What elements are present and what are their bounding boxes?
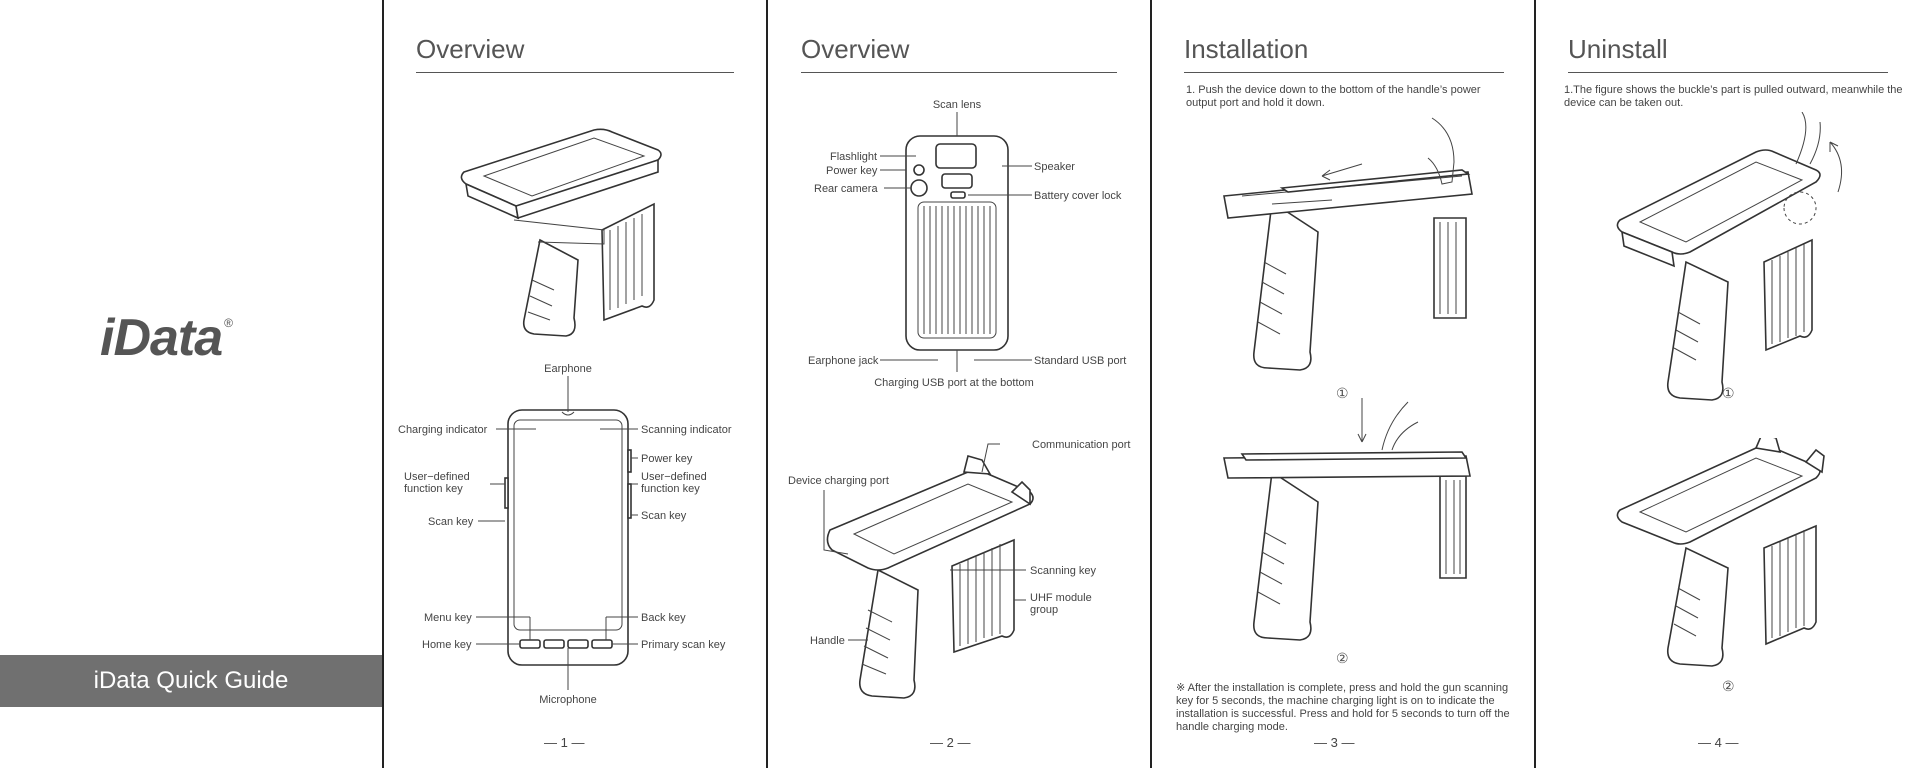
label-scan-key-right: Scan key — [641, 510, 687, 522]
quick-guide-banner: iData Quick Guide — [0, 655, 382, 707]
page-title: Uninstall — [1568, 34, 1668, 64]
page-number: — 1 — — [544, 735, 585, 750]
label-back-key: Back key — [641, 612, 686, 624]
uninstall-step-1-illustration — [1616, 112, 1843, 401]
title-rule — [1184, 72, 1504, 73]
label-scan-lens: Scan lens — [933, 99, 982, 111]
label-uhf-module-2: group — [1030, 604, 1058, 616]
installation-page: Installation 1. Push the device down to … — [1152, 0, 1536, 768]
label-charging-indicator: Charging indicator — [398, 424, 488, 436]
install-step-1: 1. Push the device down to the bottom of… — [1186, 84, 1481, 109]
label-user-fn-left-1: User−defined — [404, 471, 470, 483]
overview-page-1: Overview Earphone Charging indicator Sca… — [384, 0, 768, 768]
label-power-key-back: Power key — [826, 165, 878, 177]
handle-diagram: Communication port Device charging port … — [788, 439, 1130, 699]
back-view-diagram: Scan lens Flashlight Power key Speaker R… — [808, 99, 1126, 389]
idata-logo: iData® — [100, 309, 233, 367]
label-scanning-key: Scanning key — [1030, 565, 1097, 577]
install-step-1-illustration — [1223, 117, 1473, 371]
label-earphone: Earphone — [544, 363, 592, 375]
page-title: Overview — [801, 34, 910, 64]
title-rule — [1568, 72, 1888, 73]
label-speaker: Speaker — [1034, 161, 1075, 173]
label-handle: Handle — [810, 635, 845, 647]
page-title: Installation — [1184, 34, 1309, 64]
label-uhf-module-1: UHF module — [1030, 592, 1092, 604]
step-marker-2: ② — [1336, 650, 1349, 666]
label-home-key: Home key — [422, 639, 472, 651]
gun-device-illustration — [460, 128, 662, 337]
page-number: — 4 — — [1698, 735, 1739, 750]
title-rule — [801, 72, 1117, 73]
title-rule — [416, 72, 734, 73]
label-device-charging-port: Device charging port — [788, 475, 889, 487]
label-flashlight: Flashlight — [830, 151, 877, 163]
label-earphone-jack: Earphone jack — [808, 355, 879, 367]
label-user-fn-right-1: User−defined — [641, 471, 707, 483]
uninstall-step-1: 1.The figure shows the buckle’s part is … — [1564, 84, 1903, 109]
label-menu-key: Menu key — [424, 612, 472, 624]
install-step-2-illustration — [1223, 398, 1471, 641]
label-communication-port: Communication port — [1032, 439, 1130, 451]
label-power-key: Power key — [641, 453, 693, 465]
label-user-fn-left-2: function key — [404, 483, 463, 495]
label-battery-cover-lock: Battery cover lock — [1034, 190, 1122, 202]
step-marker-2: ② — [1722, 678, 1735, 694]
label-rear-camera: Rear camera — [814, 183, 878, 195]
label-scanning-indicator: Scanning indicator — [641, 424, 732, 436]
uninstall-step-2-illustration — [1616, 438, 1825, 667]
page-number: — 3 — — [1314, 735, 1355, 750]
label-scan-key-left: Scan key — [428, 516, 474, 528]
page-title: Overview — [416, 34, 525, 64]
install-note: ※ After the installation is complete, pr… — [1176, 682, 1510, 733]
label-user-fn-right-2: function key — [641, 483, 700, 495]
label-primary-scan-key: Primary scan key — [641, 639, 726, 651]
label-microphone: Microphone — [539, 694, 596, 706]
uninstall-page: Uninstall 1.The figure shows the buckle’… — [1536, 0, 1919, 768]
label-charging-usb-port: Charging USB port at the bottom — [874, 377, 1034, 389]
step-marker-1: ① — [1336, 385, 1349, 401]
overview-page-2: Overview Scan lens Flashlight Power key … — [768, 0, 1152, 768]
page-number: — 2 — — [930, 735, 971, 750]
label-standard-usb-port: Standard USB port — [1034, 355, 1126, 367]
cover-panel: iData® iData Quick Guide — [0, 0, 384, 768]
step-marker-1: ① — [1722, 385, 1735, 401]
front-view-diagram: Earphone Charging indicator Scanning ind… — [398, 363, 732, 706]
